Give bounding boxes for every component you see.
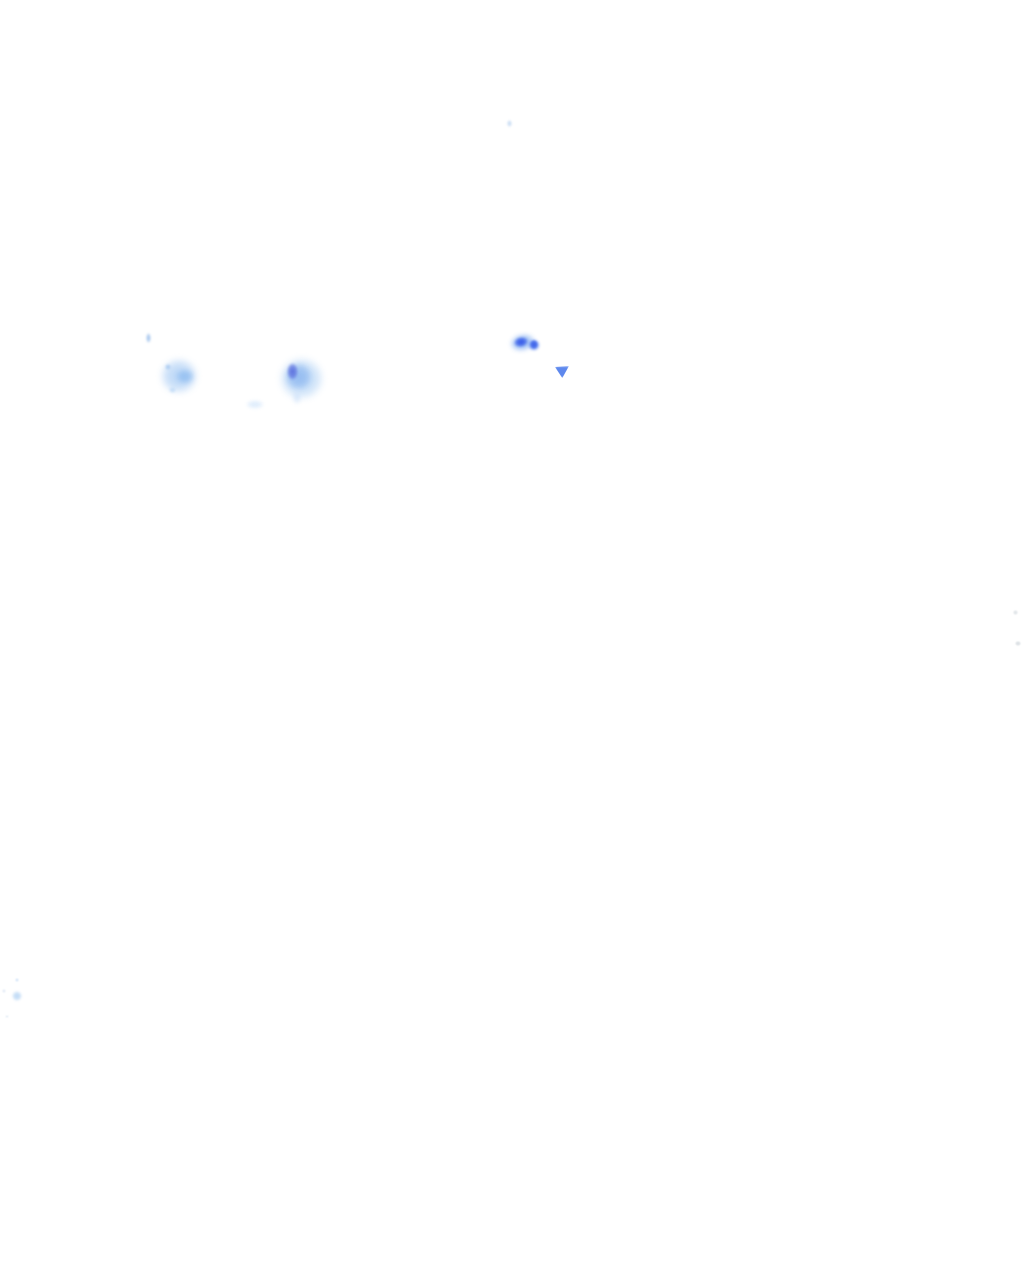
- dark-lobe-right-core: [530, 340, 538, 349]
- right-edge-speck-upper: [1013, 610, 1018, 615]
- bottom-left-speck-b: [2, 989, 6, 993]
- triangle-speck: [555, 366, 569, 378]
- main-splotch-dark-core: [287, 363, 298, 380]
- right-edge-speck-lower: [1015, 641, 1021, 646]
- main-splotch-mid: [285, 363, 312, 390]
- faint-patch: [246, 400, 264, 409]
- left-splotch-core: [176, 369, 194, 384]
- left-splotch-halo: [160, 358, 198, 394]
- dark-comet-core: [513, 335, 529, 349]
- bottom-left-speck-c: [5, 1015, 9, 1018]
- top-speck: [507, 120, 512, 127]
- main-splotch-halo: [279, 357, 324, 400]
- bottom-left-speck-a: [15, 978, 19, 982]
- left-splotch-speck-a: [165, 364, 171, 370]
- bottom-left-mark: [12, 991, 22, 1001]
- left-splotch-speck-b: [169, 387, 176, 393]
- main-splotch-tail: [293, 390, 301, 404]
- small-tick-speck: [146, 333, 151, 343]
- dark-comet-halo: [508, 331, 537, 354]
- dark-lobe-right: [528, 339, 540, 351]
